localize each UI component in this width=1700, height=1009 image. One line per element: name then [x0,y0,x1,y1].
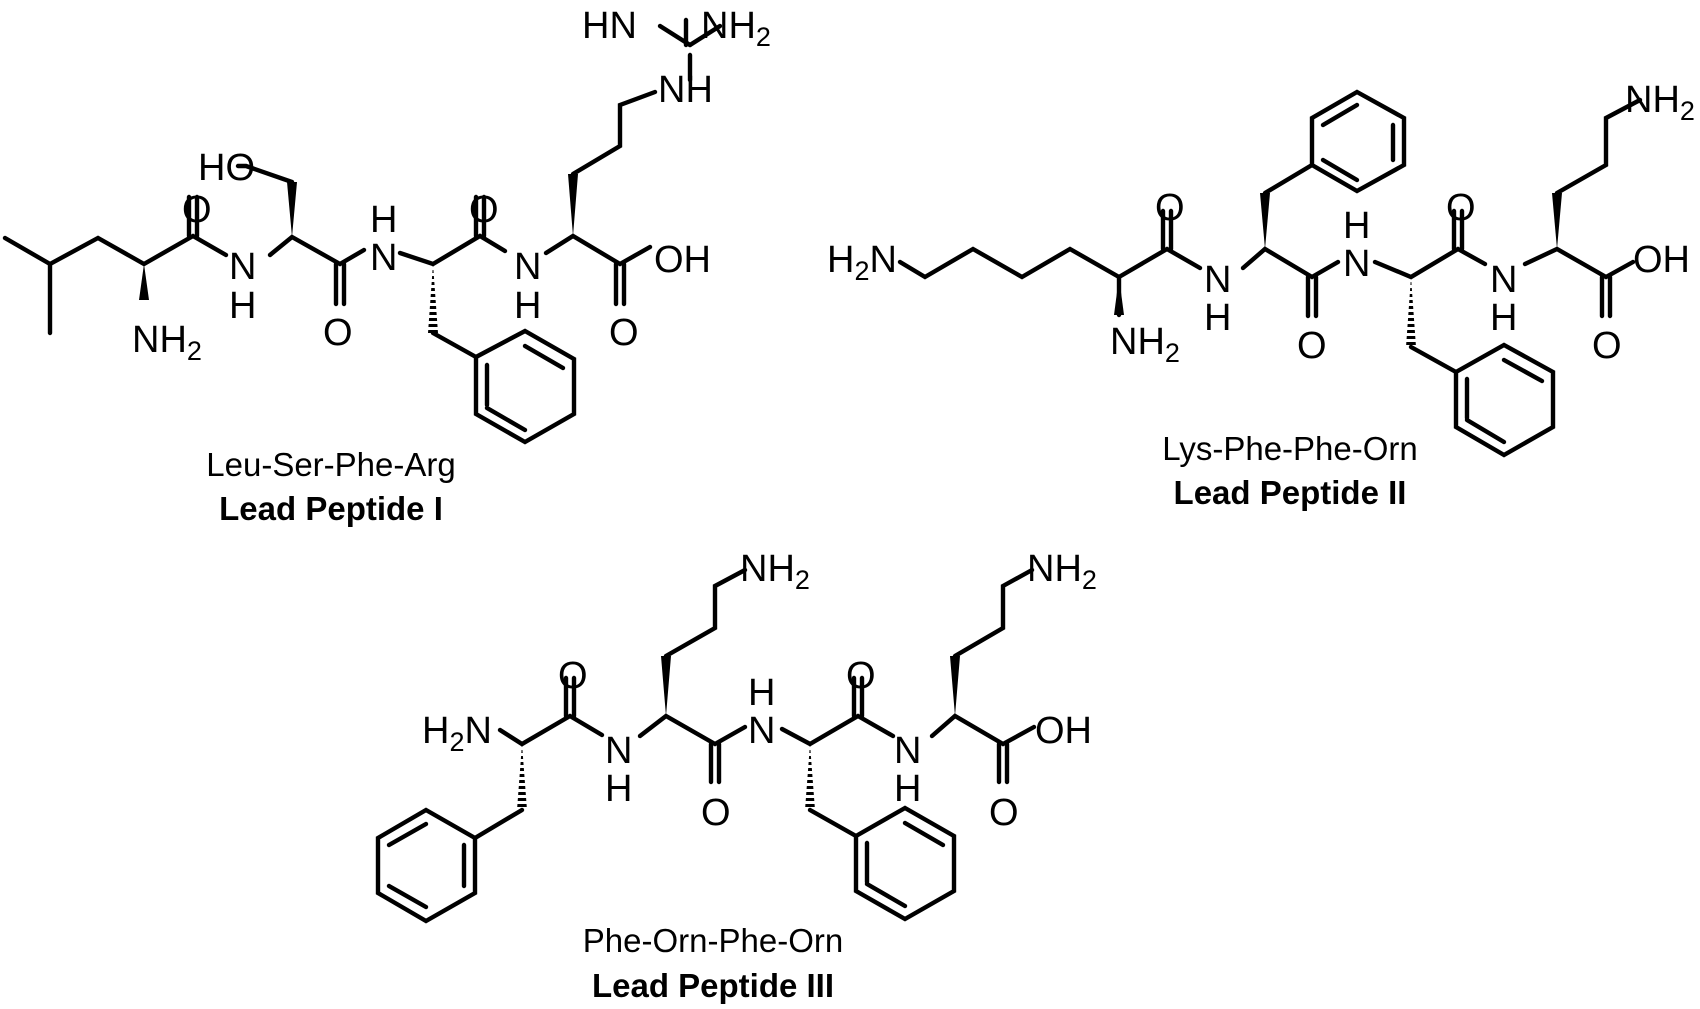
amide-h-label: H [370,199,397,241]
amide-h-label: H [1204,297,1231,339]
carbonyl-o-label: O [1446,187,1476,229]
guanidine-hn-label: HN [582,5,637,47]
stereo-wedges [139,174,578,333]
peptide-ii-sequence: Lys-Phe-Phe-Orn [1162,430,1418,467]
lead-peptide-iii-structure: H2N O N H O N H O N H O OH NH2 NH2 Phe-O… [375,548,1097,1004]
lead-peptide-i-structure: O N H HO O N H O N H O OH NH2 NH HN NH2 … [2,5,771,527]
amino-label: NH2 [1110,321,1180,368]
ornithine-side-chain-2 [952,567,1035,659]
ornithine-nh2-label: NH2 [1625,79,1695,126]
ornithine-side-chain-1 [663,567,748,659]
amide-h-label: H [1490,297,1517,339]
carbonyl-o-label: O [1155,187,1185,229]
phenyl-ring-lower [1408,342,1556,458]
peptide-iii-sequence: Phe-Orn-Phe-Orn [583,922,843,959]
amide-n-label: N [229,246,256,288]
amide-h-label: H [229,285,256,327]
peptide-i-name: Lead Peptide I [219,490,443,527]
carbonyl-o-label: O [1297,325,1327,367]
peptide-ii-name: Lead Peptide II [1174,474,1407,511]
hydroxyl-label: HO [198,147,255,189]
amide-h-label: H [894,768,921,810]
amide-n-label: N [1204,259,1231,301]
stereo-wedges [1114,193,1562,347]
atom-labels: H2N NH2 O N H O N H O N H O OH NH2 [827,79,1695,368]
carbonyl-o-label: O [1592,325,1622,367]
amide-h-label: H [1343,205,1370,247]
carbonyl-o-label: O [182,189,212,231]
carboxyl-oh-label: OH [1633,239,1690,281]
carboxyl-oh-label: OH [654,239,711,281]
carbonyl-o-label: O [846,655,876,697]
carbonyl-o-label: O [989,792,1019,834]
guanidine-nh-label: NH [658,69,713,111]
lysine-h2n-label: H2N [827,239,897,286]
backbone-bonds [497,675,1037,785]
amide-h-label: H [605,768,632,810]
peptide-iii-name: Lead Peptide III [592,967,834,1004]
amide-n-label: N [370,237,397,279]
ornithine-nh2-label: NH2 [740,548,810,595]
n-terminal-h2n-label: H2N [422,710,492,757]
peptide-i-sequence: Leu-Ser-Phe-Arg [206,446,455,483]
arginine-side-chain [570,17,723,177]
amide-n-label: N [894,730,921,772]
carbonyl-o-label: O [558,655,588,697]
amide-n-label: N [605,730,632,772]
ornithine-nh2-label: NH2 [1027,548,1097,595]
carbonyl-o-label: O [469,189,499,231]
phenyl-ring-right [807,805,957,922]
guanidine-nh2-label: NH2 [701,5,771,52]
atom-labels: O N H HO O N H O N H O OH NH2 NH HN NH2 [132,5,771,366]
phenyl-ring-left [375,807,525,924]
backbone-bonds [2,163,653,336]
amide-n-label: N [1343,243,1370,285]
carbonyl-o-label: O [323,312,353,354]
carboxyl-oh-label: OH [1035,710,1092,752]
amide-n-label: N [1490,259,1517,301]
stereo-wedges [517,656,960,810]
amino-label: NH2 [132,319,202,366]
amide-n-label: N [514,246,541,288]
carbonyl-o-label: O [701,792,731,834]
amide-n-label: N [748,710,775,752]
lead-peptide-ii-structure: H2N NH2 O N H O N H O N H O OH NH2 Lys-P… [827,79,1695,511]
amide-h-label: H [748,672,775,714]
atom-labels: H2N O N H O N H O N H O OH NH2 NH2 [422,548,1097,834]
amide-h-label: H [514,285,541,327]
ornithine-side-chain [1554,97,1643,196]
carbonyl-o-label: O [609,312,639,354]
phenyl-ring [430,328,577,445]
phenyl-ring-upper [1262,89,1407,196]
